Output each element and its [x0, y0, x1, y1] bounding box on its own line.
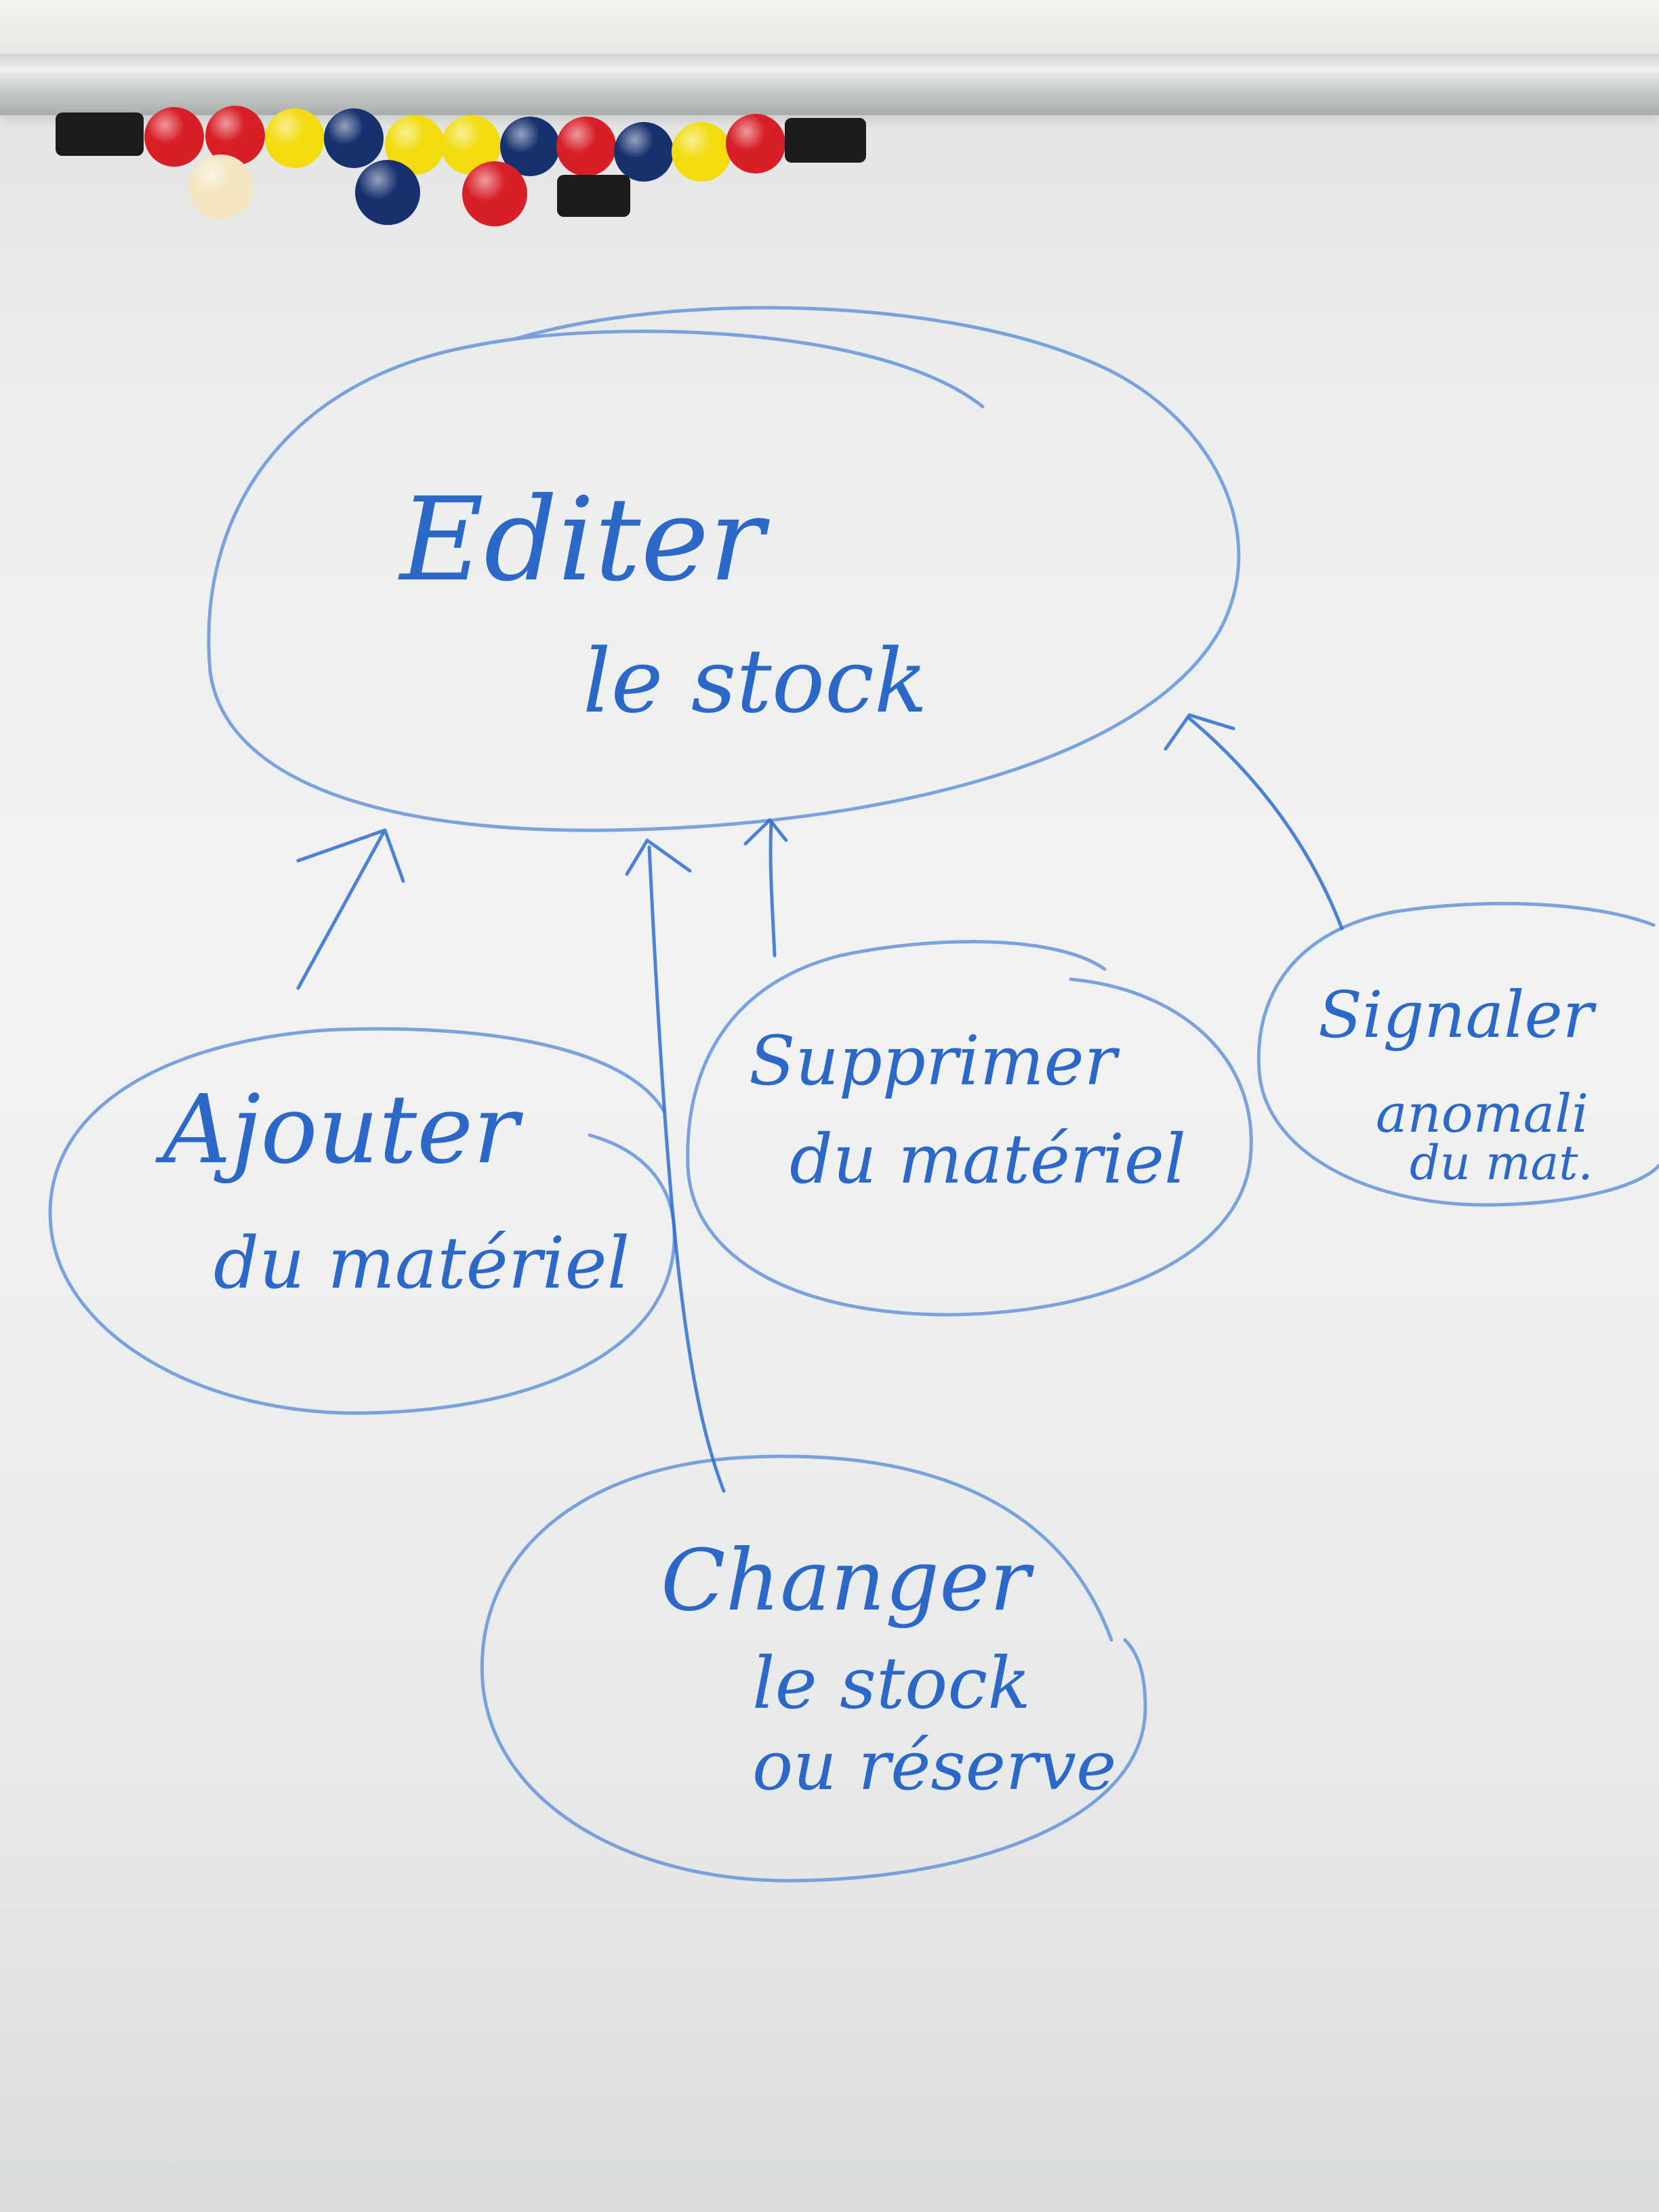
node-ellipses — [48, 306, 1659, 1883]
connector-arrows — [296, 713, 1344, 1493]
changer-label-line1: Changer — [661, 1532, 1034, 1630]
wall — [0, 0, 1659, 54]
changer-label-line2: le stock — [752, 1642, 1031, 1725]
arrow-supprimer-to-center — [769, 821, 777, 958]
magnet-black-left[interactable] — [56, 112, 144, 156]
arrowhead — [625, 838, 692, 876]
magnet-black-right[interactable] — [785, 118, 866, 163]
ajouter-ellipse — [48, 1027, 676, 1415]
magnets — [56, 106, 866, 226]
ajouter-label-line1: Ajouter — [155, 1075, 523, 1185]
arrow-signaler-to-center — [1187, 716, 1344, 930]
node-labels: Editer le stock Ajouter du matériel Supp… — [155, 473, 1597, 1805]
center-label-line1: Editer — [398, 473, 770, 607]
center-label-line2: le stock — [583, 630, 928, 733]
signaler-label-line3: du mat. — [1410, 1135, 1593, 1191]
arrowhead — [296, 828, 405, 883]
supprimer-label-line1: Supprimer — [749, 1021, 1120, 1101]
arrowhead — [743, 818, 788, 846]
changer-label-line3: ou réserve — [752, 1726, 1116, 1805]
marker-tray — [0, 54, 1659, 115]
ajouter-label-line2: du matériel — [213, 1222, 630, 1305]
supprimer-ellipse — [686, 940, 1253, 1317]
signaler-ellipse — [1256, 901, 1659, 1207]
arrow-ajouter-to-center — [296, 832, 385, 990]
arrowhead — [1164, 713, 1235, 751]
magnet-black-small[interactable] — [557, 175, 630, 217]
changer-ellipse — [480, 1454, 1147, 1883]
signaler-label-line2: anomali — [1376, 1084, 1589, 1145]
supprimer-label-line2: du matériel — [790, 1120, 1186, 1199]
center-ellipse — [207, 306, 1241, 832]
signaler-label-line1: Signaler — [1318, 978, 1597, 1052]
arrow-changer-to-center — [647, 845, 726, 1493]
